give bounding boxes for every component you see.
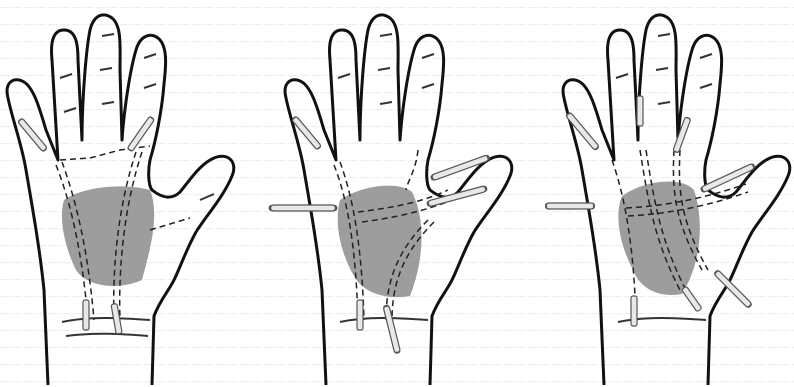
acupuncture-needle-icon xyxy=(631,296,637,326)
acupuncture-needle-icon xyxy=(83,300,89,330)
acupuncture-needle-icon xyxy=(637,96,643,126)
acupuncture-needle-icon xyxy=(546,203,594,209)
acupuncture-needle-icon xyxy=(357,300,363,330)
acupuncture-needle-icon xyxy=(270,205,336,211)
